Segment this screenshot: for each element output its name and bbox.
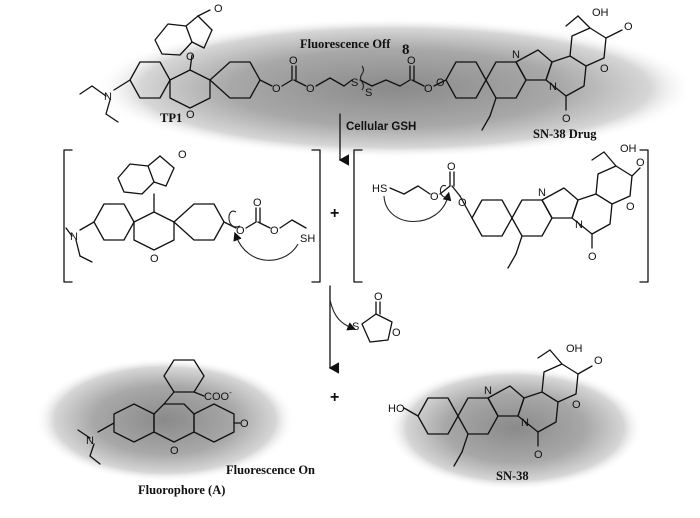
fluorophore-label: Fluorophore (A) — [138, 483, 225, 497]
prodrug-8-structure — [79, 9, 623, 131]
atom-o: O — [178, 149, 187, 161]
atom-n: N — [484, 385, 492, 397]
atom-o: O — [150, 253, 159, 265]
atom-sh: SH — [300, 233, 315, 245]
atom-o: O — [562, 113, 571, 125]
atom-o: O — [186, 109, 195, 121]
plus-sign-bottom: + — [330, 389, 339, 406]
atom-o: O — [272, 83, 281, 95]
atom-n: N — [512, 49, 520, 61]
compound-label-8: 8 — [402, 42, 410, 58]
atom-s: S — [351, 77, 358, 89]
atom-o: O — [392, 327, 401, 339]
atom-n: N — [575, 219, 583, 231]
atom-o: O — [170, 445, 179, 457]
plus-sign: + — [330, 205, 339, 222]
atom-o: O — [458, 197, 467, 209]
atom-o: O — [626, 201, 635, 213]
atom-s: S — [365, 87, 372, 99]
atom-o: O — [624, 21, 633, 33]
atom-o: O — [424, 83, 433, 95]
oxathiolanone-byproduct — [361, 301, 393, 343]
atom-oh: OH — [566, 343, 583, 355]
atom-n: N — [538, 187, 546, 199]
carboxylate-label: COO- — [204, 388, 232, 403]
atom-o: O — [588, 251, 597, 263]
atom-o: O — [186, 51, 195, 63]
atom-n: N — [86, 435, 94, 447]
atom-o: O — [594, 355, 603, 367]
atom-o: O — [600, 63, 609, 75]
atom-n: N — [549, 81, 557, 93]
atom-n: N — [521, 417, 529, 429]
atom-o: O — [436, 77, 445, 89]
byproduct-curved-arrow — [329, 299, 357, 331]
cellular-gsh-label: Cellular GSH — [346, 121, 416, 133]
atom-hs: HS — [372, 183, 387, 195]
sn38-structure — [403, 349, 593, 467]
atom-o: O — [430, 191, 439, 203]
atom-o: O — [636, 157, 645, 169]
atom-o: O — [306, 83, 315, 95]
atom-o: O — [253, 197, 262, 209]
sn38-halo — [387, 366, 643, 490]
sn38-label: SN-38 — [496, 469, 529, 483]
atom-o: O — [240, 418, 249, 430]
fluorescence-off-halo — [95, 18, 695, 158]
atom-o: O — [447, 161, 456, 173]
atom-o: O — [407, 55, 416, 67]
atom-o: O — [214, 3, 223, 15]
atom-o: O — [289, 55, 298, 67]
fluorescence-off-label: Fluorescence Off — [300, 37, 391, 51]
atom-ho: HO — [388, 403, 405, 415]
tp1-label: TP1 — [160, 111, 182, 125]
fluorophore-structure — [77, 359, 241, 465]
atom-n: N — [104, 91, 112, 103]
atom-o: O — [270, 225, 279, 237]
atom-o: O — [534, 449, 543, 461]
bracket-right — [353, 149, 649, 283]
sn38-carbonate-intermediate-structure — [383, 151, 641, 269]
atom-o: O — [572, 399, 581, 411]
thiol-intermediate-structure — [65, 155, 307, 263]
bracket-left — [63, 149, 321, 283]
fluorophore-halo — [35, 358, 295, 482]
atom-s: S — [352, 321, 359, 333]
atom-oh: OH — [592, 7, 609, 19]
sn38-drug-label: SN-38 Drug — [533, 127, 597, 141]
fluorescence-on-label: Fluorescence On — [226, 463, 315, 477]
atom-o: O — [374, 291, 383, 303]
atom-oh: OH — [620, 143, 637, 155]
atom-o: O — [236, 225, 245, 237]
atom-n: N — [70, 231, 78, 243]
